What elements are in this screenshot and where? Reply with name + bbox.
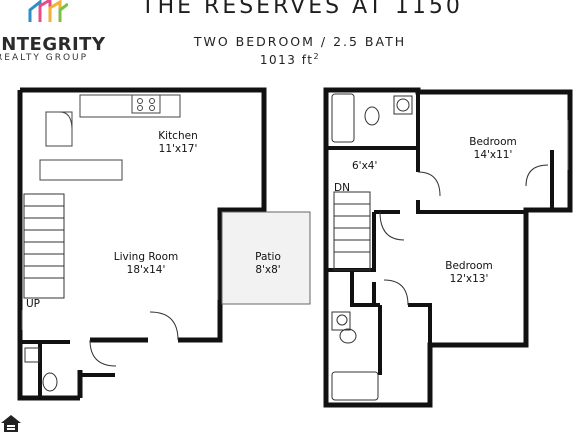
- first-floor-wall: [17, 90, 80, 401]
- logo-name: INTEGRITY: [0, 34, 106, 55]
- room-bedroom-1: Bedroom 14'x11': [458, 136, 528, 162]
- area-value: 1013 ft: [259, 53, 314, 67]
- room-patio: Patio 8'x8': [240, 251, 296, 277]
- plan-title: THE RESERVES AT 1150: [141, 0, 463, 19]
- kitchen-size: 11'x17': [158, 143, 198, 155]
- patio-name: Patio: [255, 251, 281, 263]
- living-size: 18'x14': [126, 264, 166, 276]
- integrity-logo-icon: [28, 0, 68, 22]
- equal-housing-icon: [1, 415, 21, 432]
- patio-area: [221, 211, 311, 305]
- room-bedroom-2: Bedroom 12'x13': [434, 260, 504, 286]
- square-footage: 1013 ft2: [180, 52, 400, 67]
- area-superscript: 2: [313, 52, 321, 61]
- second-floor-wall: [323, 87, 573, 408]
- room-kitchen: Kitchen 11'x17': [146, 130, 210, 156]
- bedroom-1-size: 14'x11': [473, 149, 513, 161]
- stairs-down-label: DN: [334, 182, 350, 194]
- patio-size: 8'x8': [255, 264, 281, 276]
- first-floor-wall: [20, 87, 267, 343]
- stairs-up-label: UP: [26, 298, 41, 310]
- bedroom-2-size: 12'x13': [449, 273, 489, 285]
- bedroom-2-name: Bedroom: [445, 260, 493, 272]
- kitchen-name: Kitchen: [158, 130, 198, 142]
- room-living: Living Room 18'x14': [104, 251, 188, 277]
- plan-subtitle: TWO BEDROOM / 2.5 BATH: [193, 34, 407, 49]
- living-name: Living Room: [113, 251, 179, 263]
- closet-size: 6'x4': [352, 160, 378, 172]
- logo-tagline: REALTY GROUP: [0, 53, 89, 63]
- bedroom-1-name: Bedroom: [469, 136, 517, 148]
